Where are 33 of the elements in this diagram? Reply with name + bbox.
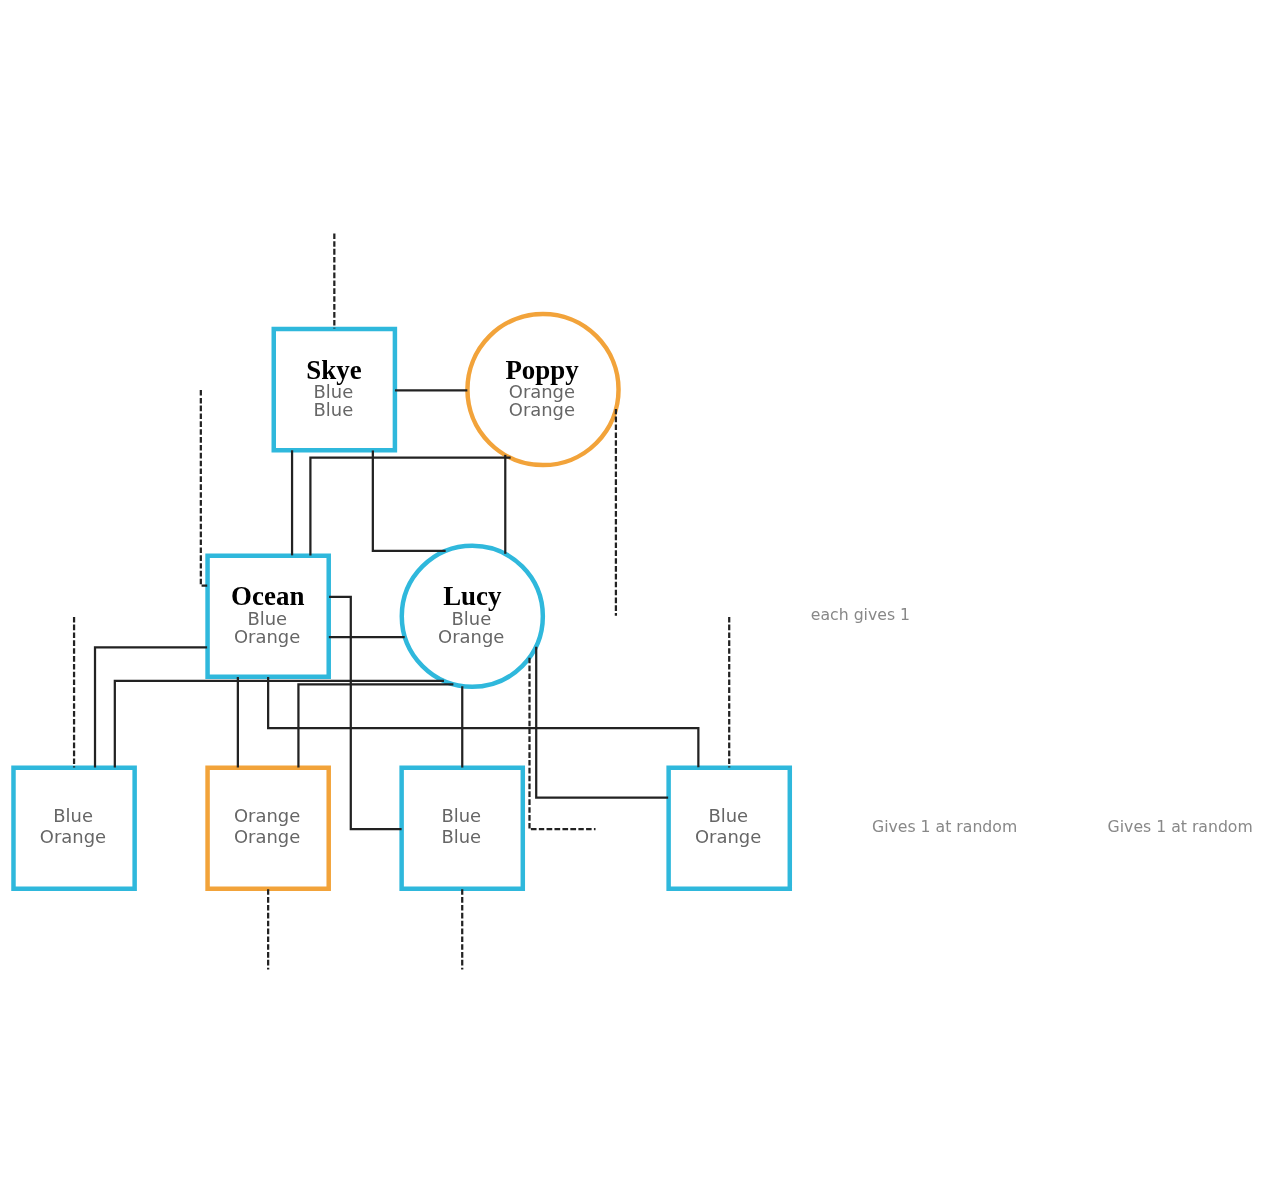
connector [199, 389, 208, 587]
connector [394, 388, 467, 392]
connector [290, 449, 293, 555]
node-box: Orange Orange [204, 764, 331, 891]
label: Gives 1 at random [1107, 816, 1253, 836]
node-circle: Lucy Blue Orange [399, 543, 545, 689]
connector [72, 616, 75, 767]
connector [93, 645, 207, 767]
connector [296, 682, 453, 768]
label: each gives 1 [810, 604, 910, 624]
node-box: Blue Orange [10, 764, 137, 891]
node-box: Ocean Blue Orange [204, 552, 331, 679]
connector [371, 450, 446, 552]
connector [308, 456, 511, 555]
connector [266, 888, 269, 969]
connector [266, 676, 699, 767]
node-circle: Poppy Orange Orange [464, 311, 621, 467]
node-box: Blue Orange [665, 764, 792, 891]
node-box: Skye Blue Blue [271, 326, 397, 452]
connector [460, 888, 463, 969]
connector [727, 616, 730, 767]
connector [460, 685, 463, 768]
connector [614, 408, 617, 616]
connector [332, 232, 335, 329]
node-box: Blue Blue [398, 764, 525, 891]
connector [328, 595, 402, 830]
connector [527, 657, 595, 830]
connector [534, 646, 668, 799]
label: Gives 1 at random [871, 816, 1017, 836]
connector [113, 679, 444, 767]
connector [328, 635, 405, 638]
connector [503, 454, 506, 554]
connector [236, 676, 239, 767]
